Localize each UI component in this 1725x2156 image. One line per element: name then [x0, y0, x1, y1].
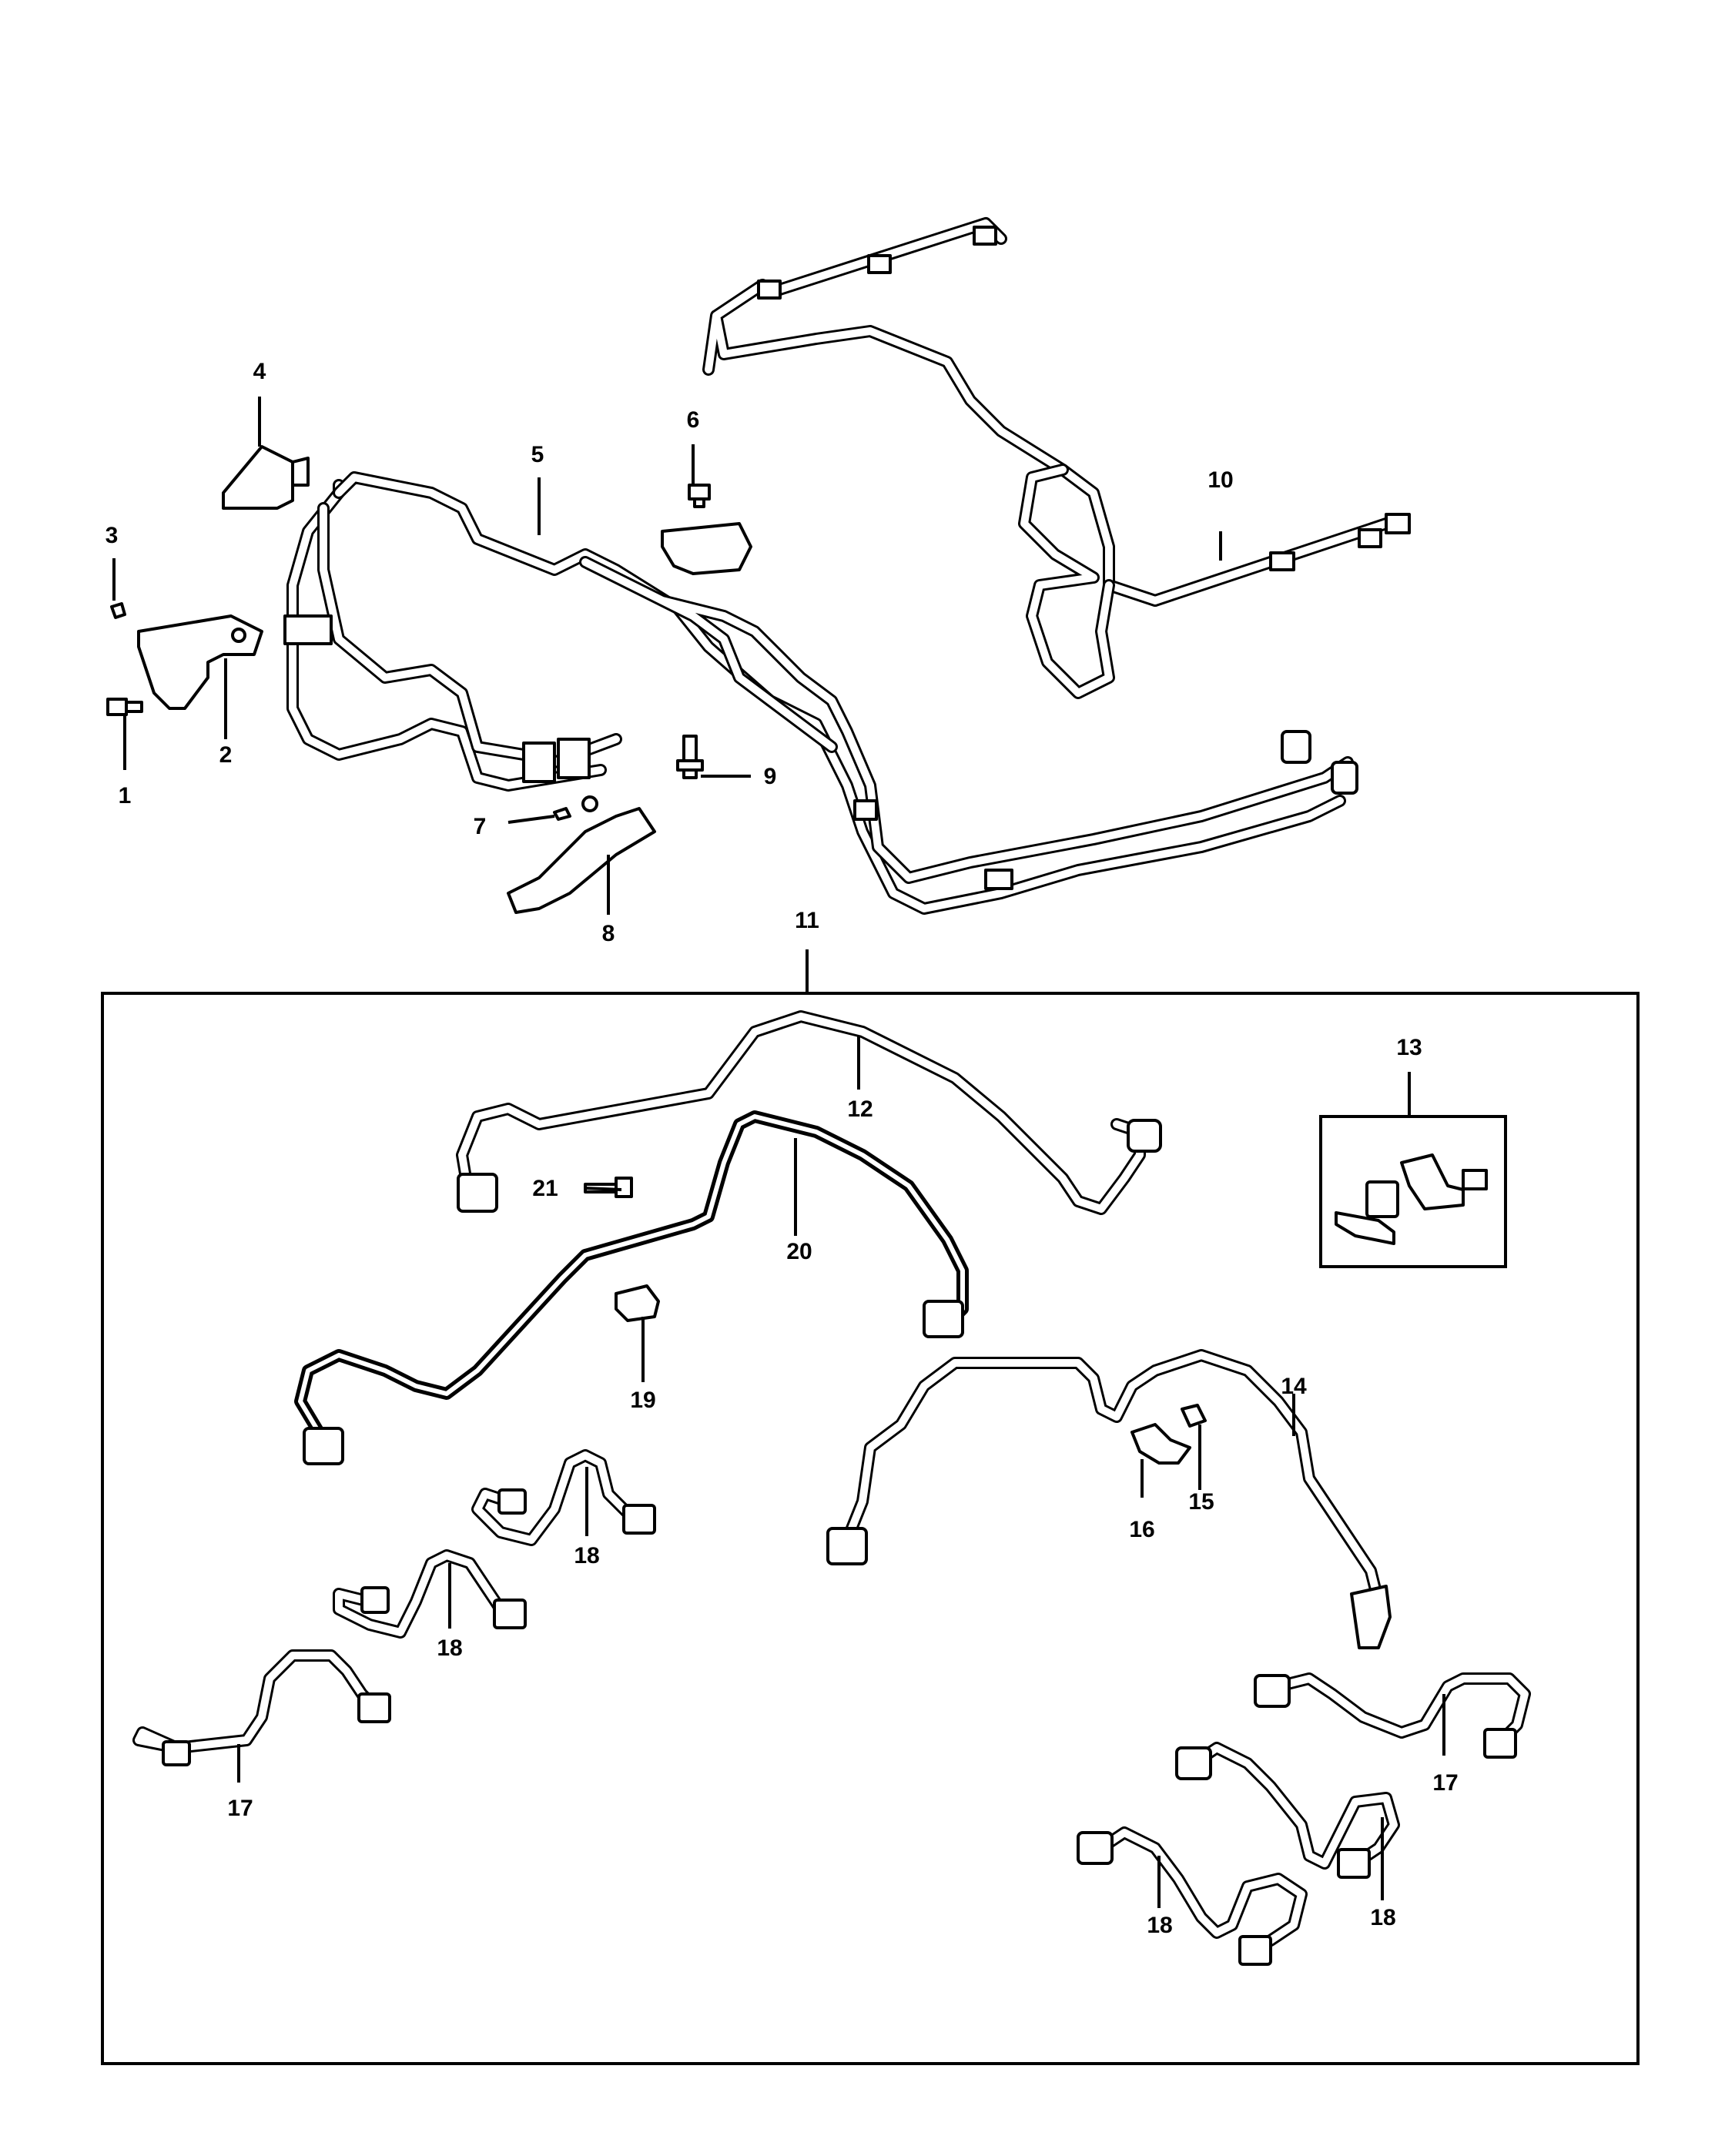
injector-tube-17a: [132, 1649, 391, 1766]
callout-2: 2: [219, 742, 233, 768]
fuel-line-10: [702, 217, 1411, 699]
callout-4: 4: [253, 359, 266, 384]
callout-11: 11: [795, 908, 819, 933]
retainer-icon: [1365, 1180, 1399, 1218]
nut-icon: [1337, 1848, 1371, 1879]
callout-19: 19: [630, 1388, 655, 1413]
nut-icon: [162, 1740, 191, 1766]
callout-14: 14: [1281, 1374, 1307, 1399]
bracket-icon: [1400, 1153, 1465, 1210]
fitting-icon: [1331, 761, 1358, 795]
injector-tube-14: [826, 1349, 1392, 1649]
nut-icon: [1181, 1404, 1207, 1428]
nut-icon: [1127, 1119, 1162, 1153]
callout-5: 5: [531, 442, 544, 467]
connector-icon: [522, 742, 556, 783]
clip-icon: [1269, 551, 1295, 571]
callout-18-lower-left: 18: [1147, 1913, 1172, 1938]
clip-icon: [676, 735, 704, 779]
clip-icon: [984, 869, 1013, 890]
fuel-line-5: [283, 471, 1358, 915]
callout-18-middle: 18: [437, 1635, 462, 1661]
retainer-icon: [1130, 1423, 1191, 1465]
nut-icon: [622, 1504, 656, 1535]
callout-6: 6: [687, 407, 700, 433]
connector-icon: [557, 738, 591, 779]
clip-icon: [1358, 528, 1382, 548]
bracket-icon: [137, 614, 263, 710]
callout-3: 3: [106, 523, 119, 548]
clip-icon: [615, 1284, 660, 1322]
callout-12: 12: [847, 1096, 873, 1122]
injector-tube-12: [456, 1010, 1162, 1215]
clip-icon: [853, 799, 878, 821]
callout-labels: 1 2 3 4 5 6 7 8 9 10 11 12 13 14 15 16 1…: [106, 359, 1459, 1938]
callout-1: 1: [119, 783, 132, 808]
callout-8: 8: [602, 921, 615, 946]
nut-icon: [303, 1427, 344, 1465]
injector-tube-20: [294, 1110, 969, 1465]
injector-tube-17b: [1254, 1672, 1531, 1759]
bolt-icon: [1462, 1169, 1488, 1190]
callout-20: 20: [786, 1239, 812, 1264]
nut-icon: [553, 795, 598, 821]
nut-icon: [1175, 1746, 1212, 1780]
callout-13: 13: [1396, 1035, 1422, 1060]
fitting-icon: [1385, 513, 1411, 534]
nut-icon: [360, 1586, 390, 1614]
injector-tube-18c: [1175, 1742, 1400, 1879]
clamp-kit-13: [1319, 1115, 1507, 1268]
leader-lines: [112, 397, 1445, 1908]
callout-10: 10: [1208, 467, 1233, 493]
nut-icon: [923, 1300, 964, 1338]
fitting-icon: [1281, 730, 1311, 764]
kit-box-11: [101, 992, 1640, 2065]
retainer-icon: [661, 522, 752, 575]
bracket-icon: [222, 445, 294, 510]
clip-icon: [867, 254, 892, 274]
clip-icon: [973, 226, 997, 246]
callout-16: 16: [1129, 1517, 1154, 1542]
nut-icon: [497, 1488, 527, 1515]
nut-icon: [1254, 1674, 1291, 1708]
callout-17-left: 17: [227, 1796, 253, 1821]
nut-icon: [457, 1173, 498, 1213]
injector-tube-18b: [333, 1549, 527, 1639]
callout-9: 9: [764, 764, 777, 789]
clip-icon: [283, 614, 333, 645]
nut-icon: [357, 1692, 391, 1723]
clip-icon: [110, 602, 126, 619]
callout-18-upper: 18: [574, 1543, 599, 1568]
bracket-icon: [507, 807, 656, 914]
nut-icon: [1483, 1728, 1517, 1759]
injector-tube-18a: [471, 1449, 656, 1546]
bolt-icon: [106, 698, 143, 716]
nut-icon: [1238, 1935, 1272, 1966]
nut-icon: [1077, 1831, 1114, 1865]
callout-7: 7: [474, 814, 487, 839]
hole-icon: [231, 628, 246, 643]
injector-tube-18d: [1077, 1826, 1308, 1966]
bracket-icon: [1335, 1211, 1395, 1245]
callout-21: 21: [532, 1176, 558, 1201]
clip-icon: [291, 457, 310, 487]
nut-icon: [826, 1527, 868, 1565]
nut-icon: [1350, 1585, 1392, 1649]
callout-15: 15: [1188, 1489, 1214, 1515]
callout-17-right: 17: [1432, 1770, 1458, 1796]
callout-18-lower-right: 18: [1370, 1905, 1395, 1930]
clip-icon: [757, 280, 782, 300]
bolt-icon: [688, 484, 711, 508]
nut-icon: [493, 1599, 527, 1629]
